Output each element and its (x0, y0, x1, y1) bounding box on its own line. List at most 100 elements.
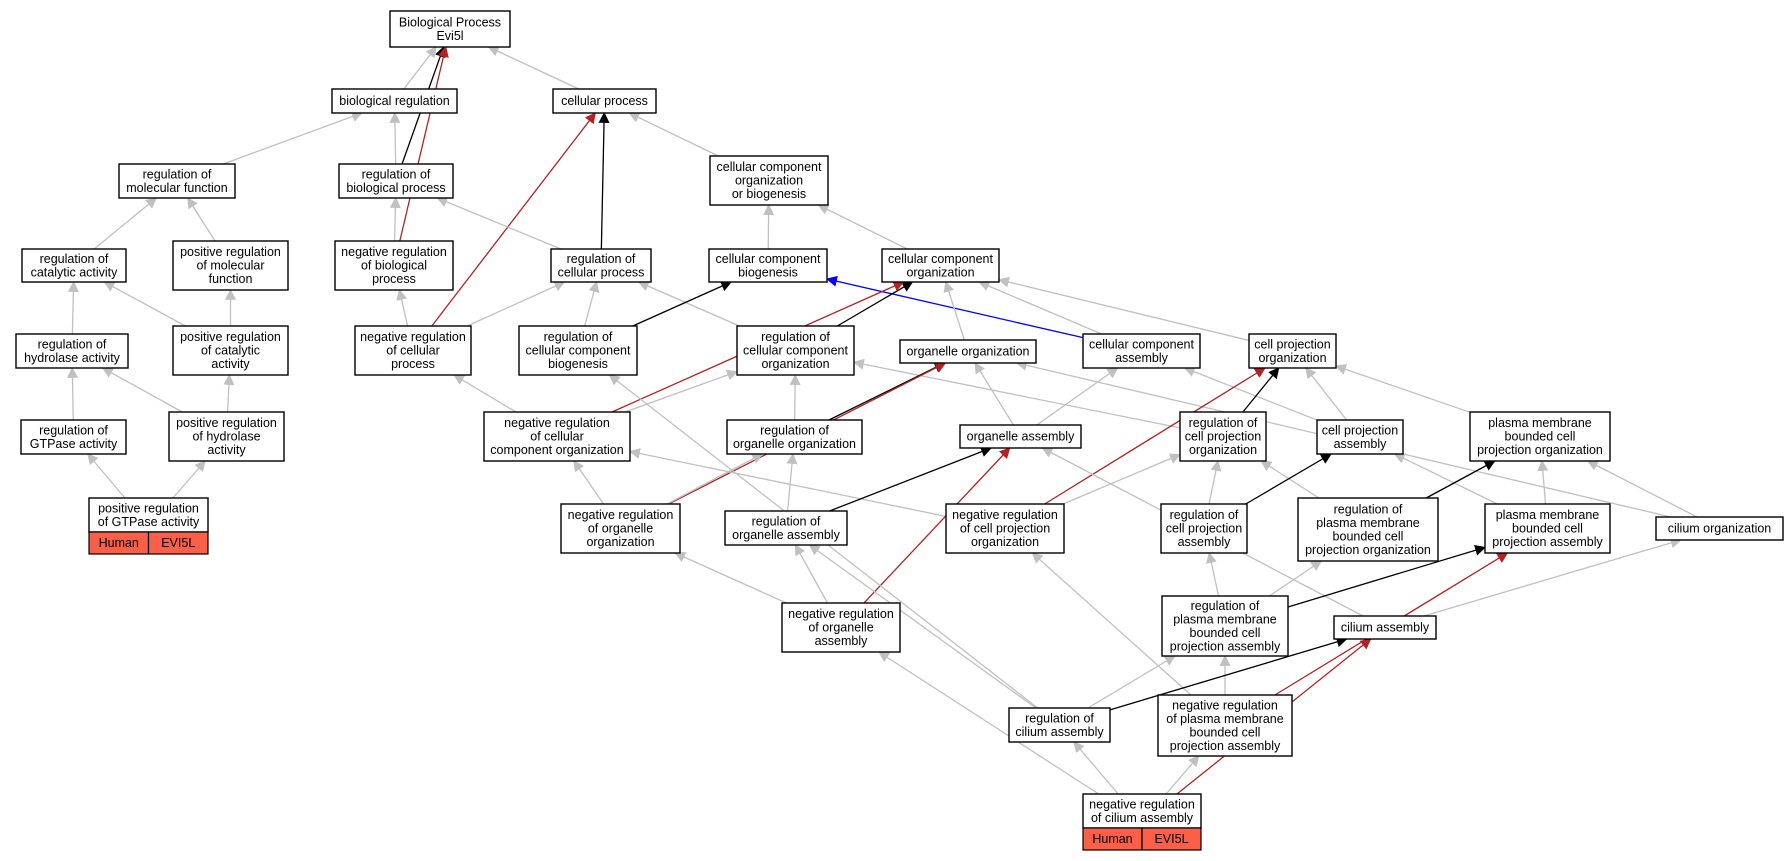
edge-reg_pmbcpa-to-reg_pmbcpo (1269, 560, 1323, 597)
edge-pmbcpo-to-cp_org (1334, 364, 1471, 413)
node-label-line: positive regulation (180, 330, 281, 344)
node-label-line: assembly (1334, 437, 1388, 451)
node-label-line: negative regulation (952, 508, 1058, 522)
node-label-line: cilium organization (1668, 522, 1772, 536)
edge-pos_reg_hyd-to-pos_reg_cat (223, 373, 235, 413)
node-label-line: cellular component (716, 252, 821, 266)
node-box (20, 419, 127, 455)
node-box (945, 503, 1065, 554)
edge-org_org-to-cc_org (943, 280, 965, 341)
node-label-line: organization (586, 535, 654, 549)
node-label-line: component organization (490, 443, 623, 457)
node-box (21, 248, 127, 283)
node-label-line: bounded cell (1190, 626, 1261, 640)
node-label-line: negative regulation (360, 330, 466, 344)
node-label-line: negative regulation (1172, 698, 1278, 712)
node-label-line: regulation of (1170, 508, 1239, 522)
node-label-line: bounded cell (1333, 529, 1404, 543)
node-label-line: organization (1258, 351, 1326, 365)
edge-reg_cilium_assembly-to-reg_pmbcpa (1087, 655, 1176, 709)
node-label-line: of organelle (808, 621, 873, 635)
node-label-line: cell projection (1254, 337, 1330, 351)
node-box (1248, 333, 1337, 369)
edge-neg_reg_cilium_assembly-to-neg_reg_pmbcpa (1165, 755, 1200, 795)
node-label-line: regulation of (143, 167, 212, 181)
node-box (1008, 707, 1111, 743)
node-label-line: organelle organization (906, 345, 1029, 359)
node-box (1655, 516, 1784, 541)
node-box (726, 419, 863, 455)
node-box (736, 325, 855, 376)
node-label-line: biogenesis (548, 357, 608, 371)
edge-reg_org_assembly-to-reg_org_org (786, 452, 798, 512)
edge-reg_org_org-to-reg_cco (789, 373, 801, 421)
node-label-line: regulation of (1334, 502, 1403, 516)
node-label-line: organization (906, 265, 974, 279)
node-label-line: regulation of (362, 167, 431, 181)
node-label-line: negative regulation (568, 508, 674, 522)
edge-neg_reg_org_assembly-to-reg_org_assembly (794, 544, 829, 604)
edge-neg_reg_cell_proc-to-neg_reg_bio (396, 288, 409, 327)
node-label-line: negative regulation (788, 607, 894, 621)
node-box (724, 510, 848, 546)
node-label-line: negative regulation (341, 245, 447, 259)
edge-neg_reg_bio-to-bp (399, 45, 449, 242)
node-box (1160, 503, 1248, 554)
edge-reg_cco-to-reg_cell_proc (637, 280, 740, 327)
node-box (959, 424, 1082, 449)
edge-reg_cp_assembly-to-reg_cp_org (1208, 459, 1222, 505)
node-label-line: regulation of (40, 252, 109, 266)
node-label-line: of hydrolase (192, 430, 260, 444)
node-label-line: cell projection (1185, 430, 1261, 444)
node-box (1469, 411, 1611, 462)
node-label-line: organization (1189, 443, 1257, 457)
tag-evi5l: EVI5L (1154, 832, 1188, 846)
node-box (881, 248, 1000, 283)
node-label-line: organization (971, 535, 1039, 549)
node-label-line: assembly (1115, 351, 1169, 365)
edge-reg_cilium_assembly-to-reg_org_assembly (808, 544, 1037, 709)
edge-pos_reg_cat-to-reg_cat (103, 281, 186, 327)
edge-reg_pmbcpa-to-reg_cp_assembly (1205, 551, 1220, 597)
node-box (483, 411, 631, 462)
edge-neg_reg_cp_org-to-reg_cp_org (1062, 453, 1182, 505)
node-label-line: positive regulation (180, 245, 281, 259)
edge-reg_cp_org-to-cp_org (1242, 367, 1280, 413)
edge-pos_reg_gtpase-to-pos_reg_hyd (172, 460, 206, 499)
node-label-line: organization (735, 174, 803, 188)
node-label-line: cellular process (561, 94, 648, 108)
edge-pos_reg_mol-to-reg_mol_func (187, 197, 216, 242)
node-org-org: organelle organization (899, 339, 1037, 364)
node-box (331, 88, 458, 114)
node-label-line: organelle assembly (732, 528, 840, 542)
node-label-line: regulation of (38, 337, 107, 351)
node-label-line: cell projection (1322, 423, 1398, 437)
node-label-line: regulation of (39, 423, 108, 437)
edge-pmbcpa-to-cp_assembly (1393, 453, 1498, 505)
node-box (1484, 503, 1611, 554)
node-box (1333, 615, 1437, 640)
node-label-line: of GTPase activity (98, 515, 200, 529)
node-label-line: biogenesis (738, 265, 798, 279)
edge-neg_reg_cell_proc-to-reg_cell_proc (466, 281, 566, 327)
node-box (550, 248, 652, 283)
node-box (1179, 411, 1267, 462)
node-label-line: process (391, 357, 435, 371)
node-box (118, 163, 236, 199)
node-label-line: cellular process (558, 265, 645, 279)
node-box (1082, 793, 1202, 829)
node-box (172, 240, 289, 291)
edge-neg_reg_org_org-to-reg_org_org (666, 453, 764, 505)
edge-neg_reg_cell_proc-to-cell_proc (431, 112, 596, 327)
node-label-line: projection assembly (1170, 639, 1281, 653)
node-box (1161, 595, 1289, 657)
